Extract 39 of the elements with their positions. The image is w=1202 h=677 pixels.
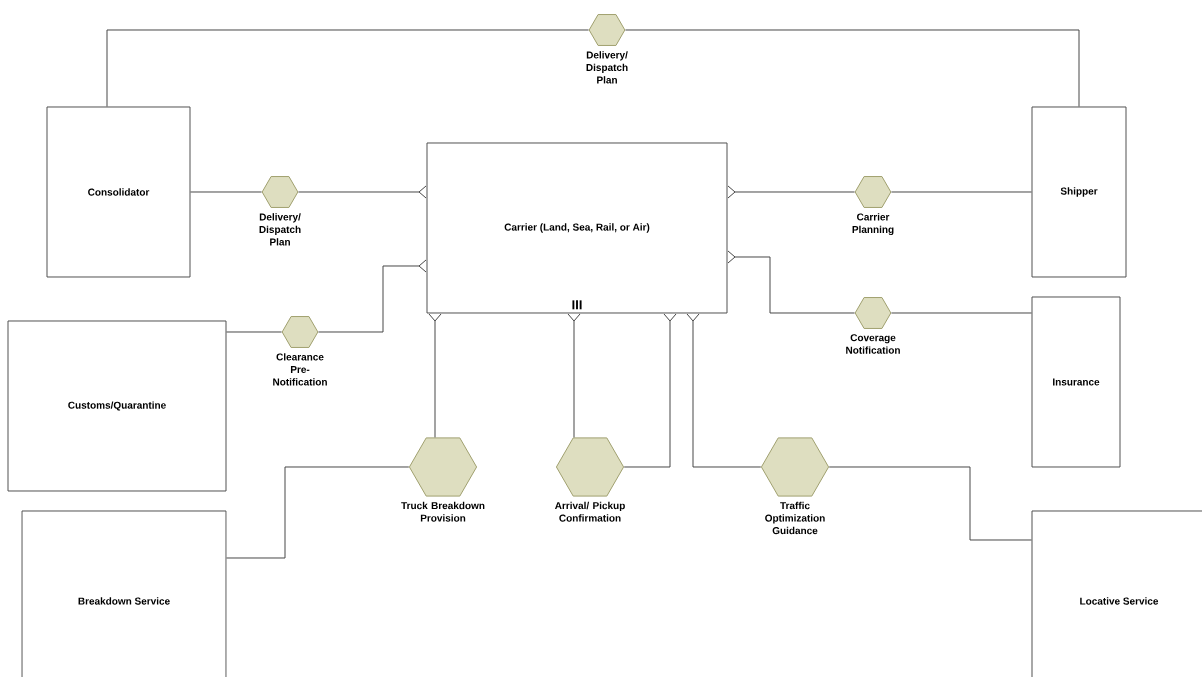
hexagon — [854, 176, 892, 208]
collaboration-label: Delivery/ Dispatch Plan — [259, 213, 301, 246]
connector — [226, 466, 410, 559]
connector — [727, 250, 856, 314]
collaboration-label: Traffic Optimization Guidance — [765, 501, 825, 535]
collaboration-label: Truck Breakdown Provision — [401, 501, 485, 522]
partner-box: Customs/Quarantine — [7, 320, 227, 492]
collaboration-label: Carrier Planning — [852, 213, 894, 235]
connector — [623, 313, 677, 468]
connector — [890, 191, 1032, 193]
hexagon — [588, 14, 626, 46]
partner-box: Carrier (Land, Sea, Rail, or Air) III — [426, 142, 728, 314]
collaboration-label: Delivery/ Dispatch Plan — [586, 51, 628, 84]
connector — [428, 313, 442, 438]
connector — [727, 185, 856, 199]
partner-box: Consolidator — [46, 106, 191, 278]
hexagon — [760, 437, 830, 497]
partner-box: Insurance — [1031, 296, 1121, 468]
partner-box: Breakdown Service — [21, 510, 227, 677]
connector — [226, 331, 283, 333]
connector — [567, 313, 581, 438]
connector — [624, 29, 1080, 107]
connector — [686, 313, 762, 468]
connector — [317, 259, 427, 333]
connector — [828, 466, 1032, 541]
hexagon — [854, 297, 892, 329]
partner-box: Locative Service — [1031, 510, 1202, 677]
hexagon — [555, 437, 625, 497]
hexagon — [281, 316, 319, 348]
connector — [190, 191, 263, 193]
collaboration-label: Arrival/ Pickup Confirmation — [554, 501, 625, 522]
partner-box: Shipper — [1031, 106, 1127, 278]
collaboration-label: Clearance Pre-Notification — [273, 353, 327, 386]
collaboration-label: Coverage Notification — [846, 334, 900, 354]
hexagon — [408, 437, 478, 497]
connector — [297, 185, 427, 199]
hexagon — [261, 176, 299, 208]
connector — [106, 29, 590, 107]
connector — [890, 312, 1032, 314]
